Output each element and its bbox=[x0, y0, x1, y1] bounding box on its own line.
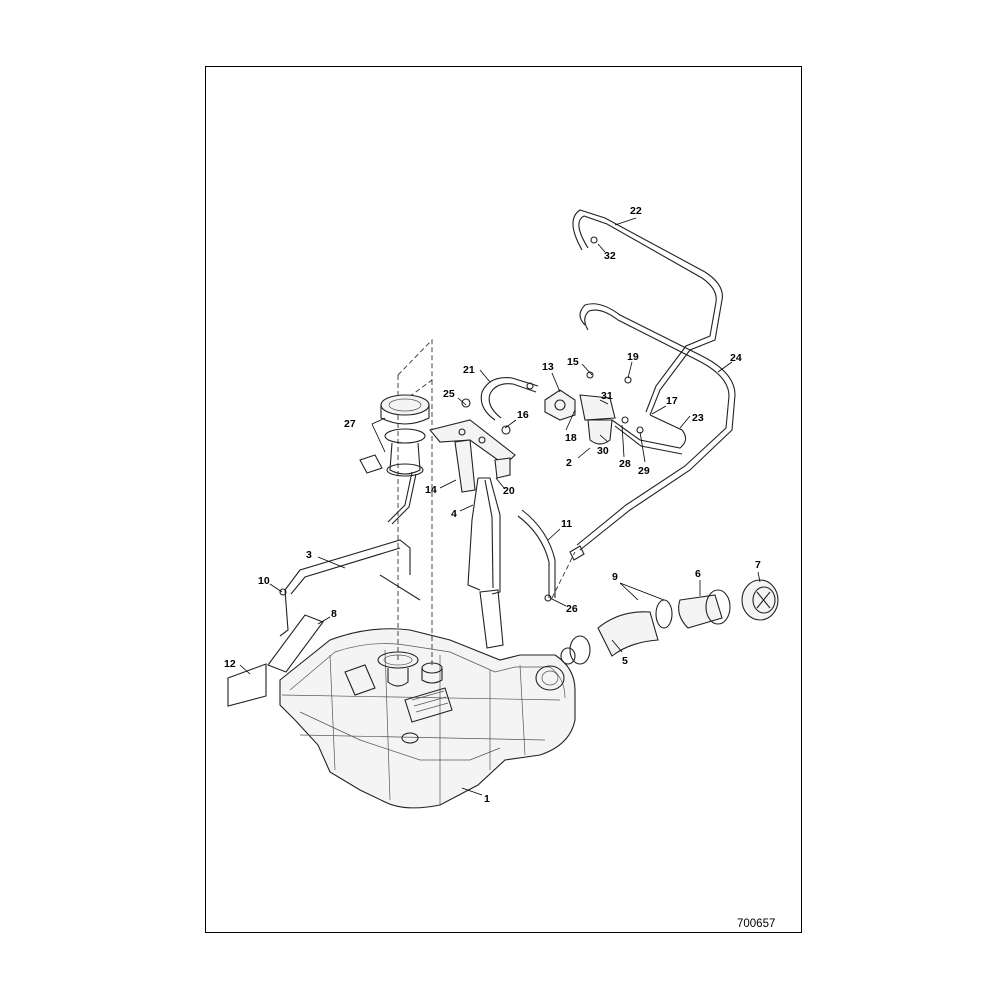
callout-8: 8 bbox=[331, 608, 337, 620]
label-12 bbox=[227, 663, 267, 707]
callout-13: 13 bbox=[542, 361, 554, 373]
callout-6: 6 bbox=[695, 568, 701, 580]
tank-strap-3 bbox=[279, 539, 411, 637]
callout-20: 20 bbox=[503, 485, 515, 497]
filler-cap-icon bbox=[741, 579, 779, 621]
plug-32 bbox=[590, 236, 598, 244]
callout-17: 17 bbox=[666, 395, 678, 407]
callout-21: 21 bbox=[463, 364, 475, 376]
leader-lines bbox=[239, 217, 761, 796]
callout-3: 3 bbox=[306, 549, 312, 561]
callout-4: 4 bbox=[451, 508, 457, 520]
fuel-tank-icon bbox=[279, 628, 576, 809]
filler-hose-assembly bbox=[560, 589, 731, 665]
vent-tube-22 bbox=[572, 209, 723, 416]
callout-15: 15 bbox=[567, 356, 579, 368]
tank-strap-4 bbox=[467, 477, 501, 595]
callout-32: 32 bbox=[604, 250, 616, 262]
callout-28: 28 bbox=[619, 458, 631, 470]
tube-23 bbox=[611, 414, 687, 449]
callout-23: 23 bbox=[692, 412, 704, 424]
evap-canister-assembly bbox=[526, 371, 644, 445]
callout-29: 29 bbox=[638, 465, 650, 477]
bolt-10 bbox=[279, 588, 287, 596]
fuel-pump-module-icon bbox=[359, 338, 433, 665]
callout-7: 7 bbox=[755, 559, 761, 571]
drawing-number: 700657 bbox=[737, 918, 776, 930]
mounting-bracket bbox=[429, 398, 516, 493]
callout-26: 26 bbox=[566, 603, 578, 615]
clamp-26 bbox=[544, 594, 552, 602]
callout-10: 10 bbox=[258, 575, 270, 587]
callout-31: 31 bbox=[601, 390, 613, 402]
callout-19: 19 bbox=[627, 351, 639, 363]
callout-2: 2 bbox=[566, 457, 572, 469]
label-8 bbox=[267, 614, 324, 673]
callout-14: 14 bbox=[425, 484, 437, 496]
callout-labels: 1 2 3 4 5 6 7 8 9 10 11 12 13 14 15 16 1… bbox=[224, 205, 761, 805]
vent-tube-24 bbox=[579, 303, 736, 551]
callout-5: 5 bbox=[622, 655, 628, 667]
diagram-frame bbox=[205, 66, 802, 933]
callout-12: 12 bbox=[224, 658, 236, 670]
hose-21 bbox=[480, 377, 539, 421]
callout-30: 30 bbox=[597, 445, 609, 457]
callout-25: 25 bbox=[443, 388, 455, 400]
callout-1: 1 bbox=[484, 793, 490, 805]
callout-16: 16 bbox=[517, 409, 529, 421]
callout-27: 27 bbox=[344, 418, 356, 430]
label-strip bbox=[479, 589, 504, 649]
callout-11: 11 bbox=[561, 518, 572, 530]
callout-9: 9 bbox=[612, 571, 618, 583]
callout-18: 18 bbox=[565, 432, 577, 444]
callout-24: 24 bbox=[730, 352, 742, 364]
callout-22: 22 bbox=[630, 205, 642, 217]
fuel-line-11 bbox=[521, 509, 556, 598]
